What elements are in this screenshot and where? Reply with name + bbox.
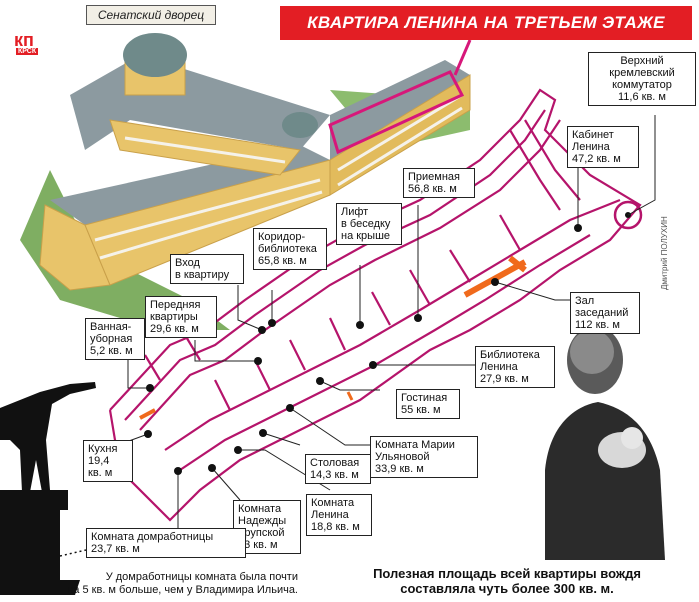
label-corridor: Коридор- библиотека 65,8 кв. м: [253, 228, 327, 270]
label-library: Библиотека Ленина 27,9 кв. м: [475, 346, 555, 388]
label-lenin-room: Комната Ленина 18,8 кв. м: [306, 494, 372, 536]
leader-lines: [117, 115, 656, 528]
note-dotline: [59, 549, 87, 557]
label-reception: Приемная 56,8 кв. м: [403, 168, 475, 198]
logo-main: кп: [14, 30, 34, 50]
roof-right: [330, 60, 470, 160]
label-maria: Комната Марии Ульяновой 33,9 кв. м: [370, 436, 478, 478]
kp-logo: кп КРСК: [2, 26, 48, 62]
facade-right: [329, 74, 471, 196]
leader-dots: [144, 224, 582, 475]
lenin-portrait: [545, 326, 665, 560]
label-kitchen: Кухня 19,4 кв. м: [83, 440, 133, 482]
label-dining: Столовая 14,3 кв. м: [305, 454, 371, 484]
inner-courtyard: [109, 119, 301, 176]
windows: [94, 93, 463, 260]
lenin-statue-silhouette: [0, 382, 96, 595]
label-maid: Комната домработницы 23,7 кв. м: [86, 528, 246, 558]
label-living: Гостиная 55 кв. м: [396, 389, 460, 419]
banner-pointer: [453, 39, 472, 76]
building-tag: Сенатский дворец: [86, 5, 216, 25]
label-entrance: Вход в квартиру: [170, 254, 244, 284]
label-front: Передняя квартиры 29,6 кв. м: [145, 296, 217, 338]
label-bath: Ванная- уборная 5,2 кв. м: [85, 318, 145, 360]
label-lift: Лифт в беседку на крыше: [336, 203, 402, 245]
accent-bath: [139, 408, 156, 420]
label-cabinet: Кабинет Ленина 47,2 кв. м: [567, 126, 639, 168]
label-krupskaya: Комната Надежды Крупской 23 кв. м: [233, 500, 301, 554]
title-banner: КВАРТИРА ЛЕНИНА НА ТРЕТЬЕМ ЭТАЖЕ: [280, 6, 692, 40]
note-total-area: Полезная площадь всей квартиры вождя сос…: [373, 566, 641, 596]
logo-sub: КРСК: [16, 48, 39, 55]
label-switchboard: Верхний кремлевский коммутатор 11,6 кв. …: [588, 52, 696, 106]
dome: [123, 33, 187, 77]
third-floor-highlight: [328, 70, 465, 155]
author-credit: Дмитрий ПОЛУХИН: [660, 216, 669, 290]
label-hall: Зал заседаний 112 кв. м: [570, 292, 640, 334]
dome-small: [282, 112, 318, 138]
note-maid-room: У домработницы комната была почти на 5 к…: [67, 571, 298, 596]
switchboard-circle: [613, 200, 643, 230]
facade-left: [39, 204, 111, 291]
accent-living: [346, 391, 354, 401]
